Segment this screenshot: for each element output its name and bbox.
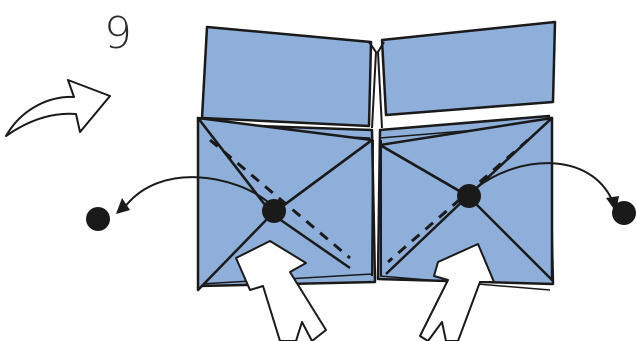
right-push-arrow-icon: [419, 243, 495, 341]
left-push-arrow-icon: [235, 240, 327, 341]
step-number: 9: [104, 8, 133, 59]
valley-fold-lines: [209, 138, 529, 264]
left-upper-panel: [200, 25, 373, 128]
turn-over-arrow-icon: [5, 79, 111, 137]
right-pivot-dot-icon: [457, 184, 481, 208]
right-fold-line: [387, 138, 529, 264]
right-rotation-indicator: [457, 162, 636, 225]
right-upper-panel: [380, 20, 557, 117]
left-rotation-indicator: [86, 176, 286, 231]
upper-paper-body: [200, 20, 557, 277]
right-target-dot-icon: [612, 201, 636, 225]
left-pivot-dot-icon: [262, 199, 286, 223]
left-fold-line: [209, 138, 351, 260]
left-target-dot-icon: [86, 207, 110, 231]
